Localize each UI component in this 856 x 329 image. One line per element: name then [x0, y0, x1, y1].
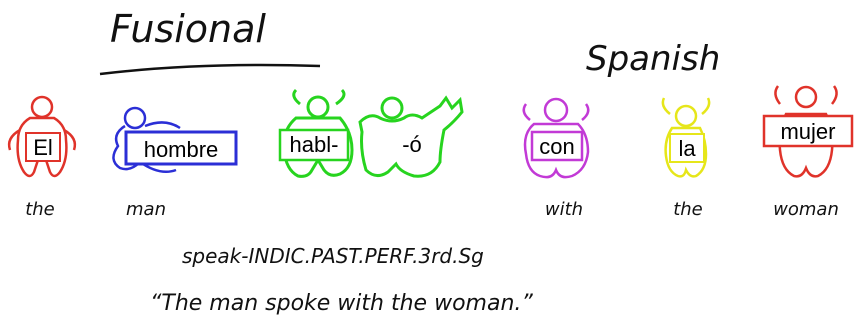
word-box-mujer	[762, 114, 854, 148]
gloss-mujer: woman	[773, 199, 839, 220]
word-box-el	[25, 132, 61, 162]
word-la-text: la	[678, 136, 696, 161]
gloss-con: with	[545, 199, 583, 220]
word-hombre-text: hombre	[144, 137, 219, 162]
word-con-text: con	[539, 134, 574, 159]
word-hombre: hombre	[112, 106, 238, 173]
word-el-text: El	[33, 135, 53, 160]
word-con: con	[522, 97, 590, 179]
word-el: El	[7, 95, 77, 178]
figure-con-icon	[522, 97, 590, 179]
figure-o-icon	[358, 95, 464, 178]
word-o-text: -ó	[402, 132, 422, 157]
word-box-hombre	[124, 130, 238, 166]
word-box-con	[530, 130, 584, 162]
word-mujer-text: mujer	[780, 119, 835, 144]
word-mujer: mujer	[762, 85, 854, 178]
word-box-habl	[278, 128, 350, 162]
word-habl-text: habl-	[290, 132, 339, 157]
gloss-el: the	[25, 199, 55, 220]
word-habl-o: habl- -ó	[278, 88, 464, 178]
figure-mujer-icon	[774, 85, 838, 178]
translation: “The man spoke with the woman.”	[150, 291, 533, 316]
verb-gloss: speak-INDIC.PAST.PERF.3rd.Sg	[182, 244, 484, 268]
gloss-hombre: man	[126, 199, 166, 220]
figure-la-icon	[661, 97, 711, 178]
word-box-la	[669, 133, 705, 163]
word-la: la	[661, 97, 711, 178]
gloss-la: the	[673, 199, 703, 220]
title-underline	[99, 63, 321, 76]
diagram-title: Fusional	[110, 7, 266, 51]
language-label: Spanish	[586, 39, 720, 79]
